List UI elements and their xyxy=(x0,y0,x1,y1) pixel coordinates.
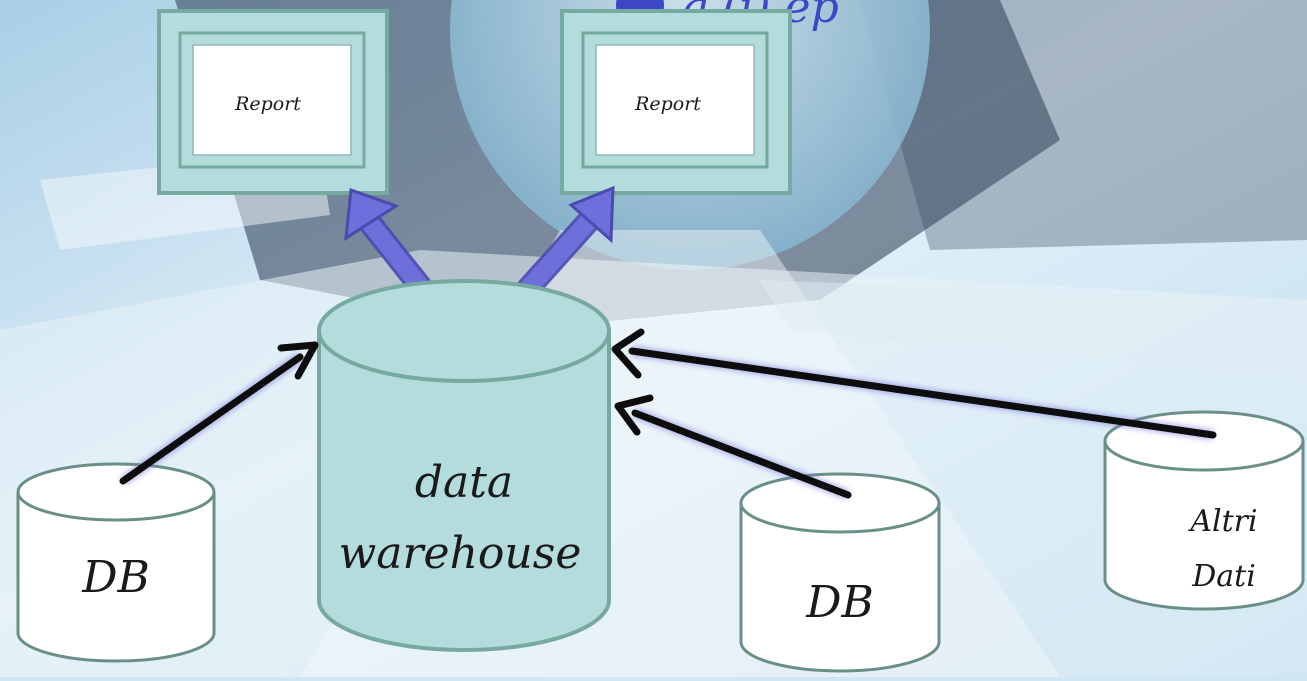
db-left-node: DB xyxy=(16,462,216,663)
db-right-node: DB xyxy=(739,472,941,673)
input-arrow-db-left xyxy=(119,341,319,486)
other-data-label-line1: Altri xyxy=(1187,504,1257,539)
input-arrow-db-right xyxy=(614,394,852,500)
report-right-node: Report xyxy=(560,9,792,195)
flow-arrow-right xyxy=(516,185,615,301)
other-data-node: Altri Dati xyxy=(1103,410,1305,611)
db-right-label: DB xyxy=(805,577,874,628)
warehouse-label-line1: data xyxy=(415,457,513,508)
data-warehouse-node: data warehouse xyxy=(317,279,611,652)
other-data-label-line2: Dati xyxy=(1191,559,1256,594)
db-left-label: DB xyxy=(81,552,150,603)
report-right-label: Report xyxy=(634,93,701,115)
report-left-node: Report xyxy=(157,9,389,195)
report-left-label: Report xyxy=(234,93,301,115)
warehouse-label-line2: warehouse xyxy=(339,528,582,579)
input-arrow-other-data xyxy=(611,328,1217,440)
